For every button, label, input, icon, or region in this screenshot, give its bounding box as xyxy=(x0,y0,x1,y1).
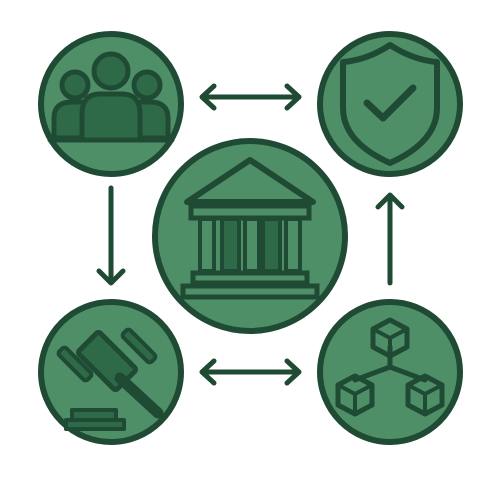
cube-left xyxy=(335,373,375,417)
node-network xyxy=(317,299,463,445)
blockchain-cubes-icon xyxy=(335,317,445,417)
gavel-icon xyxy=(56,327,164,431)
connector-network-security xyxy=(375,192,405,286)
node-security xyxy=(317,31,463,177)
node-people xyxy=(38,31,184,177)
node-legal xyxy=(38,299,184,445)
shield-check-icon xyxy=(340,42,440,166)
connector-legal-network xyxy=(199,358,302,386)
connector-people-legal xyxy=(96,185,126,286)
connector-people-security xyxy=(199,83,302,111)
people-group-icon xyxy=(47,51,175,143)
cube-right xyxy=(405,373,445,417)
node-institution xyxy=(152,138,348,334)
bank-building-icon xyxy=(180,157,320,300)
cube-top xyxy=(370,317,410,359)
